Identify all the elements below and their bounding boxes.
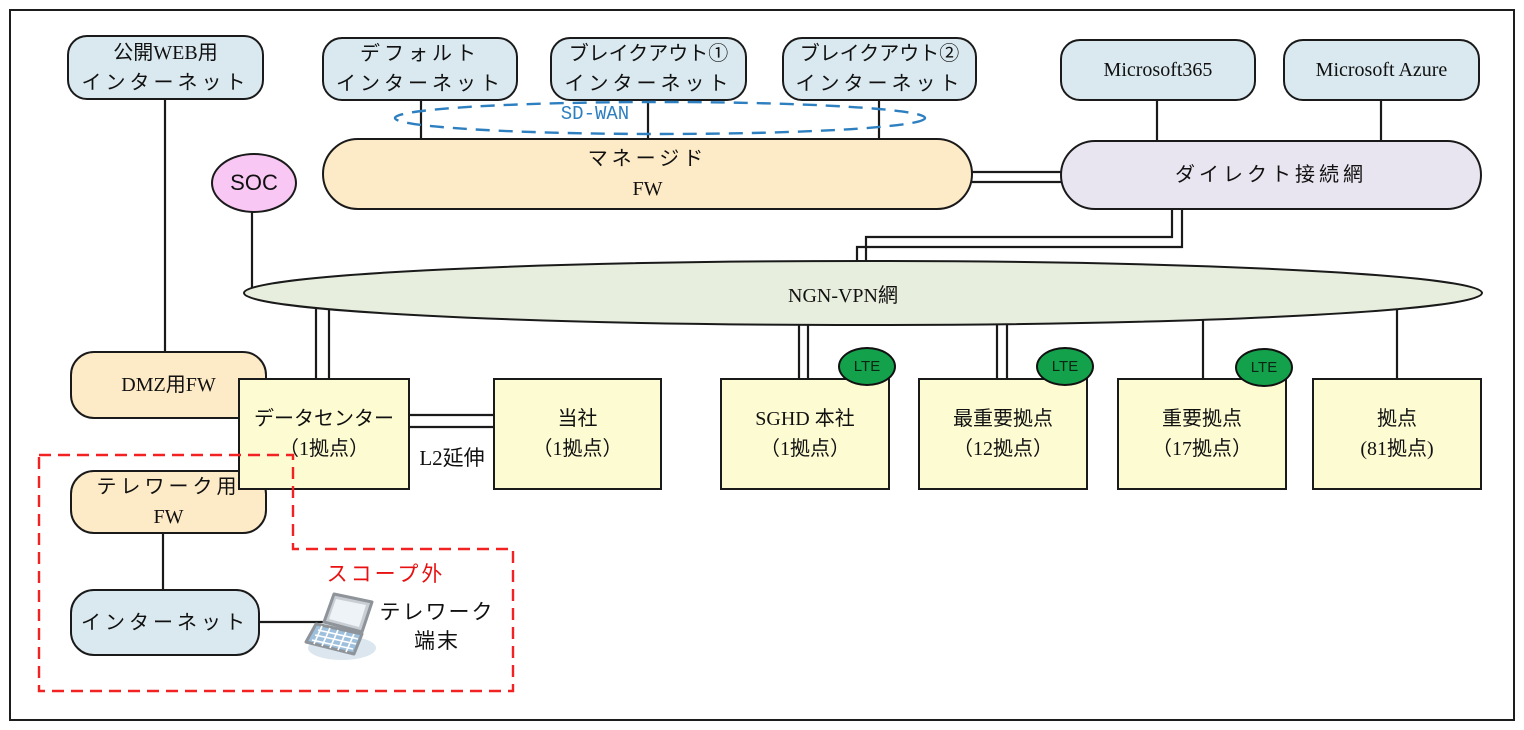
node-breakout1-internet: ブレイクアウト① インターネット <box>550 37 747 101</box>
lte-badge-juyo: LTE <box>1235 348 1293 387</box>
node-microsoft-azure: Microsoft Azure <box>1283 39 1480 101</box>
site-label: 重要拠点 <box>1162 408 1242 430</box>
lte-label: LTE <box>1250 359 1278 376</box>
node-label: ブレイクアウト① <box>568 43 729 65</box>
node-label: マネージド <box>587 148 708 170</box>
lte-badge-saijuyo: LTE <box>1036 347 1094 386</box>
site-label: データセンター <box>254 408 394 430</box>
lte-badge-sghd: LTE <box>838 347 896 386</box>
node-dmz-fw: DMZ用FW <box>70 351 267 419</box>
site-label: 拠点 <box>1377 408 1417 430</box>
site-label: 当社 <box>557 408 598 430</box>
site-sghd-honsha: SGHD 本社 （1拠点） <box>720 378 890 490</box>
site-label: 最重要拠点 <box>953 408 1053 430</box>
node-label: インターネット <box>564 73 733 95</box>
node-label: インターネット <box>336 73 504 95</box>
node-label: Microsoft Azure <box>1315 59 1448 81</box>
node-label: Microsoft365 <box>1103 59 1213 81</box>
site-tosha: 当社 （1拠点） <box>493 378 662 490</box>
ngn-vpn-label: NGN-VPN網 <box>788 285 898 307</box>
node-internet: インターネット <box>70 589 260 656</box>
telework-terminal-label: テレワーク 端末 <box>372 598 502 656</box>
lte-label: LTE <box>853 358 881 375</box>
l2-extension-label: L2延伸 <box>419 446 485 470</box>
node-label: デフォルト <box>360 43 480 65</box>
node-label: インターネット <box>81 611 249 634</box>
site-label: SGHD 本社 <box>755 408 855 430</box>
site-count: （17拠点） <box>1152 438 1252 460</box>
node-label: テレワーク用 <box>96 476 241 498</box>
node-label: ブレイクアウト② <box>799 43 960 65</box>
site-saijuyo: 最重要拠点 （12拠点） <box>918 378 1088 490</box>
telework-terminal-line2: 端末 <box>414 629 460 653</box>
sdwan-label: SD-WAN <box>560 103 630 125</box>
node-label: FW <box>153 506 184 528</box>
node-label: 公開WEB用 <box>113 41 218 64</box>
telework-terminal-line1: テレワーク <box>379 600 495 624</box>
site-count: (81拠点) <box>1360 438 1434 460</box>
site-kyoten: 拠点 (81拠点) <box>1312 378 1482 490</box>
node-label: インターネット <box>81 71 250 94</box>
lte-label: LTE <box>1051 358 1079 375</box>
node-breakout2-internet: ブレイクアウト② インターネット <box>782 37 977 101</box>
node-managed-fw: マネージド FW <box>322 138 973 210</box>
site-count: （12拠点） <box>953 438 1053 460</box>
node-public-web-internet: 公開WEB用 インターネット <box>67 35 264 100</box>
site-count: （1拠点） <box>279 438 369 460</box>
node-label: SOC <box>230 170 278 195</box>
site-datacenter: データセンター （1拠点） <box>238 378 410 490</box>
site-count: （1拠点） <box>532 438 623 460</box>
node-default-internet: デフォルト インターネット <box>322 37 518 101</box>
outer-border <box>9 9 1515 721</box>
node-label: インターネット <box>795 73 964 95</box>
node-soc: SOC <box>211 153 297 213</box>
node-label: DMZ用FW <box>121 374 216 396</box>
site-juyo: 重要拠点 （17拠点） <box>1117 378 1287 490</box>
node-direct-connect-network: ダイレクト接続網 <box>1060 140 1482 210</box>
site-count: （1拠点） <box>760 438 850 460</box>
node-label: ダイレクト接続網 <box>1175 164 1367 186</box>
scope-out-label: スコープ外 <box>326 562 446 586</box>
node-label: FW <box>632 178 663 200</box>
node-microsoft365: Microsoft365 <box>1060 39 1256 101</box>
